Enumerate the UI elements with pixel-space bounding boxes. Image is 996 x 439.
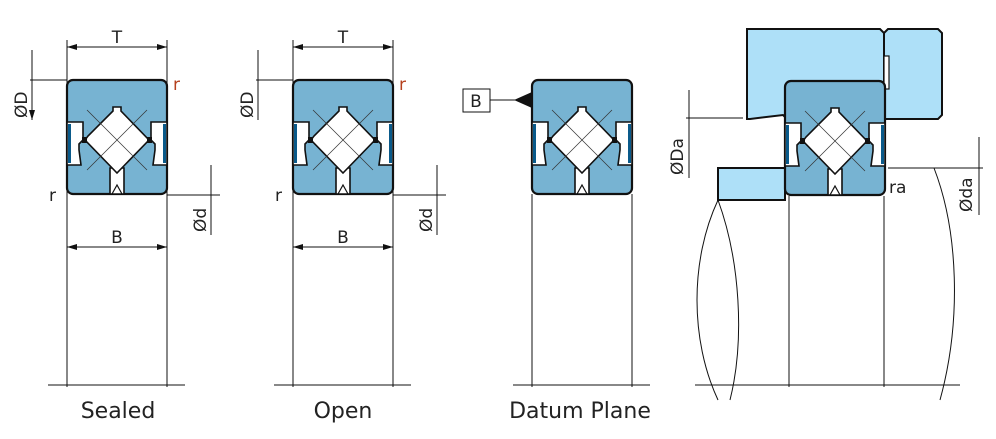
radius-r-bottom: r bbox=[49, 186, 56, 206]
radius-ra: ra bbox=[889, 178, 906, 198]
dimension-inner-diameter: Ød bbox=[191, 208, 211, 232]
clamping-ring bbox=[883, 28, 943, 120]
dimension-T: T bbox=[111, 28, 123, 48]
dimension-B: B bbox=[337, 228, 349, 248]
figure-mounting: ØDa Øda ra bbox=[668, 28, 983, 401]
dimension-inner-diameter: Ød bbox=[417, 208, 437, 232]
datum-label: B bbox=[470, 92, 482, 112]
dimension-housing-diameter: ØDa bbox=[668, 138, 688, 175]
radius-r-bottom: r bbox=[275, 186, 282, 206]
bearing-cross-section bbox=[291, 78, 395, 196]
bearing-cross-section bbox=[530, 78, 634, 196]
radius-r-top: r bbox=[399, 75, 406, 95]
dimension-outer-diameter: ØD bbox=[12, 92, 32, 118]
figure-open: T B r r ØD Ød Open bbox=[238, 28, 446, 424]
figure-datum-plane: B Datum Plane bbox=[462, 78, 651, 424]
radius-r-top: r bbox=[173, 75, 180, 95]
caption-sealed: Sealed bbox=[81, 399, 156, 424]
caption-datum-plane: Datum Plane bbox=[509, 399, 651, 424]
bearing-cross-section bbox=[65, 78, 169, 196]
dimension-B: B bbox=[111, 228, 123, 248]
dimension-T: T bbox=[337, 28, 349, 48]
bearing-cross-section bbox=[783, 79, 887, 197]
dimension-shaft-diameter: Øda bbox=[957, 177, 977, 212]
figure-sealed: T B r r ØD Ød Sealed bbox=[12, 28, 220, 424]
dimension-outer-diameter: ØD bbox=[238, 92, 258, 118]
datum-triangle-icon bbox=[514, 92, 532, 108]
caption-open: Open bbox=[314, 399, 373, 424]
shaft-shoulder bbox=[717, 167, 786, 201]
